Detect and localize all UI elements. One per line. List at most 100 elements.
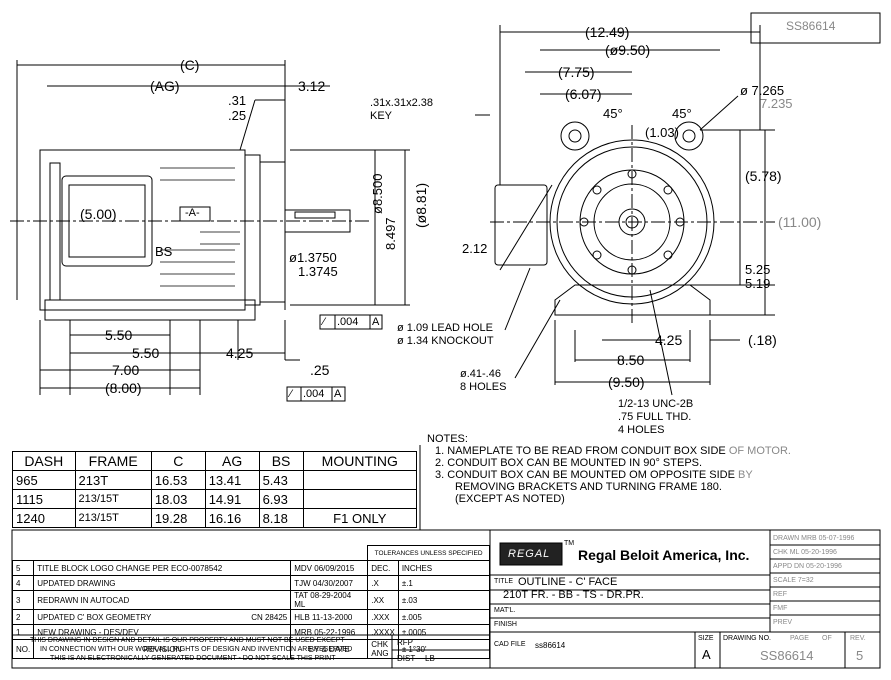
dim-5-00: (5.00) [80, 206, 117, 222]
revision-footer-row: NO. REVISION BY & DATE CHK ANG ± 1°30' [11, 639, 491, 659]
size-label: SIZE [698, 635, 714, 642]
matl-label: MAT'L. [494, 607, 516, 614]
fcf-1-value: .004 [337, 316, 359, 328]
col-c: C [150, 451, 206, 471]
cell: 19.28 [150, 508, 206, 528]
dim-3-12: 3.12 [298, 78, 326, 94]
cell: 14.91 [204, 489, 260, 509]
notes-header: NOTES: [427, 433, 468, 445]
revision-row: 5 TITLE BLOCK LOGO CHANGE PER ECO-007854… [11, 560, 491, 576]
cad-file: ss86614 [535, 641, 566, 650]
holes-dia-note: ø.41-.46 [460, 368, 501, 380]
dim-11-00: (11.00) [778, 214, 822, 230]
col-frame: FRAME [74, 451, 152, 471]
approved-by: APPD DN 05-20-1996 [773, 563, 842, 570]
dim-25-b: .25 [310, 362, 330, 378]
cell: 965 [12, 470, 76, 490]
table-row: 1240 213/15T 19.28 16.16 8.18 F1 ONLY [12, 508, 418, 528]
finish-label: FINISH [494, 621, 517, 628]
cell: 8.18 [258, 508, 304, 528]
dist-label: DIST [397, 654, 416, 663]
fcf-2-symbol: ⁄ [290, 388, 292, 400]
hole-dia-min: 7.235 [760, 96, 793, 111]
lead-hole-note: ø 1.09 LEAD HOLE [397, 322, 493, 334]
cell: F1 ONLY [302, 508, 418, 528]
angle-left: 45° [603, 106, 623, 121]
checked-by: CHK ML 05-20-1996 [773, 549, 837, 556]
ref: REF [773, 591, 787, 598]
dim-5-50-b: 5.50 [132, 345, 160, 361]
angle-right: 45° [672, 106, 692, 121]
dim-12-49: (12.49) [585, 24, 630, 40]
cell: 18.03 [150, 489, 206, 509]
dim-6-07: (6.07) [565, 86, 602, 102]
note-3-cont-1: REMOVING BRACKETS AND TURNING FRAME 180. [455, 481, 722, 493]
col-dash: DASH [12, 451, 76, 471]
key-label: KEY [370, 110, 393, 122]
dim-8-00: (8.00) [105, 380, 142, 396]
size-value: A [702, 647, 711, 662]
dim-25: .25 [228, 108, 247, 123]
dim-5-50-a: 5.50 [105, 327, 133, 343]
fcf-box-1 [319, 314, 383, 330]
cell: 16.16 [204, 508, 260, 528]
col-mounting: MOUNTING [302, 451, 418, 471]
cell: 1240 [12, 508, 76, 528]
of-label: OF [822, 635, 832, 642]
notes-block: NOTES: 1. NAMEPLATE TO BE READ FROM COND… [427, 433, 791, 505]
cell: 213T [74, 470, 152, 490]
tolerance-header: TOLERANCES UNLESS SPECIFIED [367, 545, 490, 561]
dim-1-03: (1.03) [645, 125, 679, 140]
drawing-title-1: OUTLINE - C' FACE [518, 576, 618, 588]
disclaimer-3: THIS IS AN ELECTRONICALLY GENERATED DOCU… [50, 655, 336, 662]
dim-5-19: 5.19 [745, 276, 771, 291]
dim-8-50: 8.50 [617, 352, 645, 368]
tap-note-3: 4 HOLES [618, 424, 665, 436]
page-label: PAGE [790, 635, 809, 642]
knockout-note: ø 1.34 KNOCKOUT [397, 335, 494, 347]
cad-file-label: CAD FILE [494, 641, 526, 648]
dim-4-25-front: 4.25 [655, 332, 683, 348]
drawing-title-2: 210T FR. - BB - TS - DR.PR. [503, 589, 644, 601]
drawing-no-label: DRAWING NO. [723, 635, 771, 642]
table-row: 965 213T 16.53 13.41 5.43 [12, 470, 418, 490]
disclaimer-1: THIS DRAWING IN DESIGN AND DETAIL IS OUR… [30, 637, 345, 644]
dim-18: (.18) [748, 332, 777, 348]
note-2: 2. CONDUIT BOX CAN BE MOUNTED IN 90° STE… [435, 457, 703, 469]
doc-number-top: SS86614 [786, 19, 836, 33]
col-bs: BS [258, 451, 304, 471]
drawing-number: SS86614 [760, 648, 814, 663]
dim-4-25-side: 4.25 [226, 345, 254, 361]
revision-table: TOLERANCES UNLESS SPECIFIED 5 TITLE BLOC… [11, 545, 491, 659]
revision-row: 4 UPDATED DRAWING TJW 04/30/2007 .X ±.1 [11, 575, 491, 591]
scale: SCALE 7=32 [773, 577, 814, 584]
shaft-dia-max: ø1.3750 [289, 250, 337, 265]
tap-note-2: .75 FULL THD. [618, 411, 692, 423]
dim-2-12: 2.12 [462, 241, 488, 256]
revision-row: 3 REDRAWN IN AUTOCAD TAT 08-29-2004 ML .… [11, 590, 491, 610]
title-label: TITLE [494, 578, 514, 585]
dash-table: DASH FRAME C AG BS MOUNTING 965 213T 16.… [12, 451, 418, 528]
regal-logo-box [499, 542, 563, 566]
hole-dia-max: ø 7.265 [740, 83, 785, 98]
dim-9-50-dia: (ø9.50) [605, 42, 651, 58]
dim-bs: BS [155, 244, 173, 259]
regal-logo: REGAL [508, 548, 551, 560]
pilot-dia-max: ø8.500 [370, 173, 385, 214]
doc-number-frame [750, 12, 881, 44]
shaft-dia-min: 1.3745 [298, 264, 338, 279]
note-1: 1. NAMEPLATE TO BE READ FROM CONDUIT BOX… [435, 445, 791, 457]
revision-number: 5 [856, 648, 864, 663]
dim-ag: (AG) [150, 78, 180, 94]
datum-a: -A- [185, 207, 200, 219]
cell [302, 470, 418, 490]
key-size: .31x.31x2.38 [370, 97, 433, 109]
tap-note-1: 1/2-13 UNC-2B [618, 398, 694, 410]
rev-label: REV. [850, 635, 866, 642]
fcf-1-datum: A [372, 316, 380, 328]
pilot-dia-min: 8.497 [383, 217, 398, 250]
fcf-2-value: .004 [303, 388, 325, 400]
col-ag: AG [204, 451, 260, 471]
cell: 213/15T [74, 508, 152, 528]
